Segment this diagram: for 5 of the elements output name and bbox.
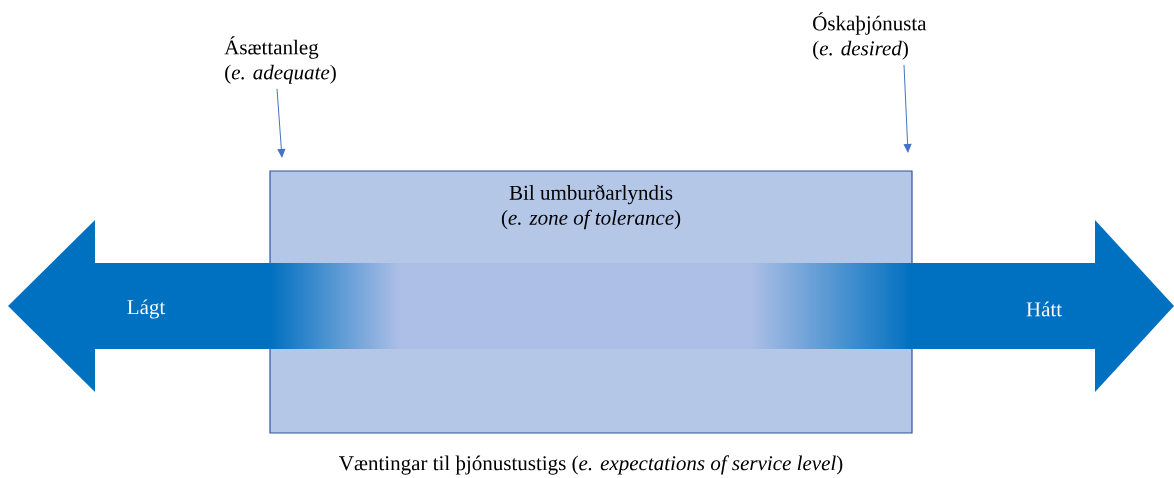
axis-caption: Væntingar til þjónustustigs (e. expectations of service level) — [339, 455, 843, 475]
leader-arrow — [903, 64, 912, 153]
leader-arrow — [276, 88, 286, 158]
term-label: Óskaþjónusta (e. desired) — [813, 12, 927, 60]
term-label: Ásættanleg (e. adequate) — [224, 36, 336, 84]
